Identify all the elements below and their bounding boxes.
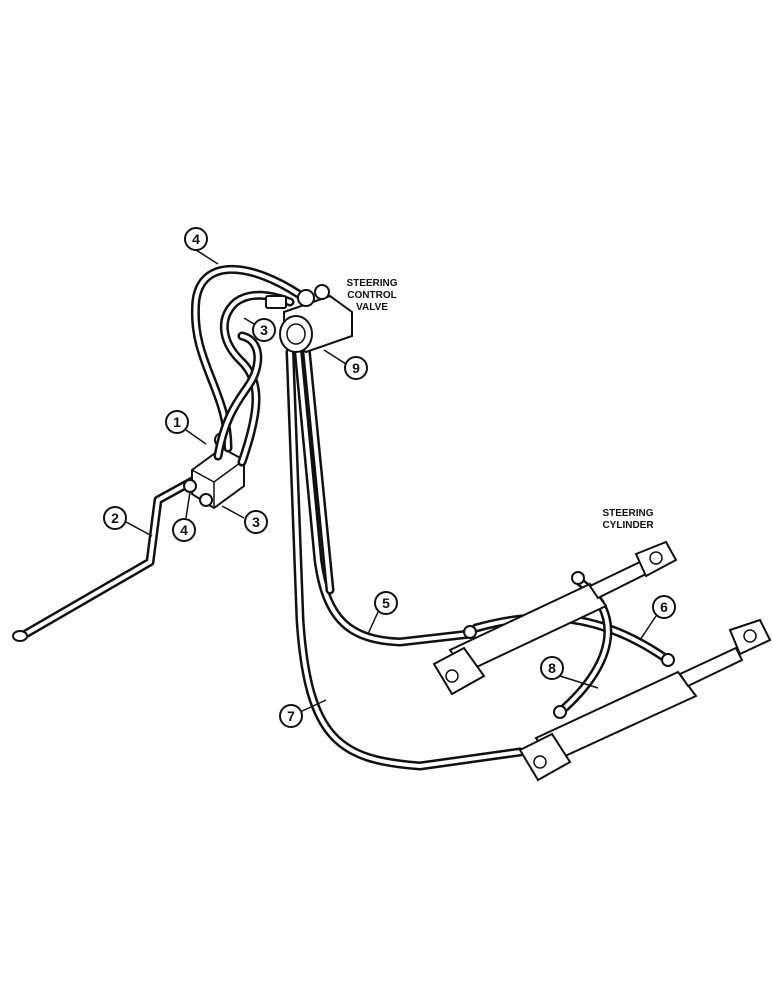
cylinder-label-line-1: STEERING — [602, 508, 653, 519]
callout-6: 6 — [652, 595, 676, 619]
hoses-valve-to-cylinders — [285, 343, 525, 771]
callout-1-number: 1 — [173, 414, 181, 430]
steering-control-valve-label: STEERING CONTROL VALVE — [346, 278, 397, 313]
steering-cylinder-label: STEERING CYLINDER — [602, 508, 654, 531]
valve-label-line-2: CONTROL — [347, 290, 396, 301]
steering-cylinder-upper — [432, 540, 678, 696]
flow-divider-valve — [183, 432, 245, 510]
callout-3-bottom-number: 3 — [252, 514, 260, 530]
callout-8-number: 8 — [548, 660, 556, 676]
callout-2: 2 — [103, 506, 127, 530]
callout-1: 1 — [165, 410, 189, 434]
callout-3-bottom: 3 — [244, 510, 268, 534]
valve-label-line-3: VALVE — [356, 302, 388, 313]
callout-2-number: 2 — [111, 510, 119, 526]
steering-cylinder-lower — [518, 618, 772, 782]
supply-tube — [12, 473, 203, 642]
callout-4-bottom: 4 — [172, 518, 196, 542]
callout-8: 8 — [540, 656, 564, 680]
callout-4-bottom-number: 4 — [180, 522, 188, 538]
callout-5-number: 5 — [382, 595, 390, 611]
callout-4-top: 4 — [184, 227, 208, 251]
callout-3-top-number: 3 — [260, 322, 268, 338]
cylinder-label-line-2: CYLINDER — [602, 520, 654, 531]
callout-9: 9 — [344, 356, 368, 380]
callout-7: 7 — [279, 704, 303, 728]
callout-7-number: 7 — [287, 708, 295, 724]
steering-control-valve — [265, 284, 353, 354]
valve-label-line-1: STEERING — [346, 278, 397, 289]
hoses-divider-to-valve — [190, 265, 305, 467]
callout-5: 5 — [374, 591, 398, 615]
leader-lines — [125, 249, 657, 713]
callout-4-top-number: 4 — [192, 231, 200, 247]
callout-6-number: 6 — [660, 599, 668, 615]
callout-9-number: 9 — [352, 360, 360, 376]
callout-3-top: 3 — [252, 318, 276, 342]
